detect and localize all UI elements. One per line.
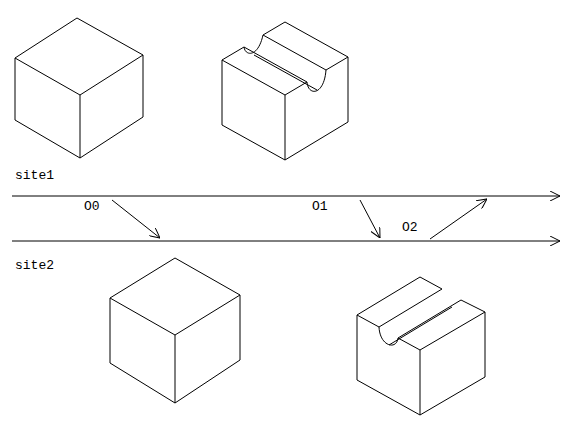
message-arrow bbox=[112, 200, 160, 238]
message-arrow bbox=[360, 200, 380, 238]
message-label: O1 bbox=[312, 200, 328, 213]
message-label: O2 bbox=[402, 221, 418, 234]
plain-block bbox=[110, 258, 240, 403]
site-label: site1 bbox=[15, 169, 54, 182]
message-arrow bbox=[430, 199, 487, 239]
plain-block bbox=[15, 18, 143, 158]
message-label: O0 bbox=[84, 200, 100, 213]
grooved-block bbox=[357, 277, 485, 415]
site1-timeline bbox=[12, 196, 560, 197]
site2-timeline bbox=[12, 241, 560, 242]
site-label: site2 bbox=[15, 259, 54, 272]
grooved-block bbox=[222, 22, 348, 160]
